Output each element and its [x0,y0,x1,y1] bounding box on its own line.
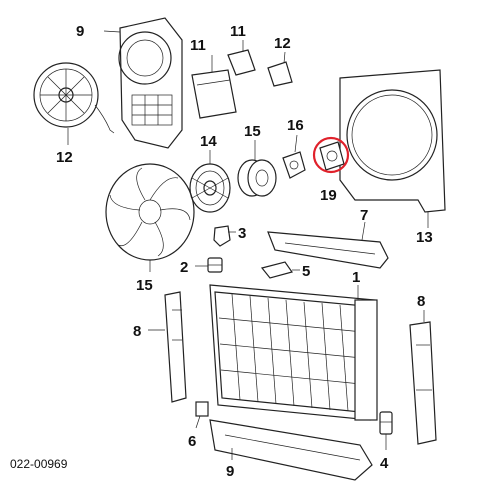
electric-fan [33,62,115,134]
panel-11 [191,69,237,119]
part-18 [282,151,306,179]
viscous-clutch [189,163,231,213]
mount-2 [207,257,223,273]
callout-14: 13 [416,229,433,246]
radiator [209,284,378,421]
mount-4 [379,411,393,435]
bracket-12b [267,61,293,87]
callout-13: 12 [56,149,73,166]
callout-11: 11 [190,37,206,54]
callout-6: 6 [188,433,196,450]
bracket-12a [227,49,256,76]
callout-4: 4 [380,455,389,472]
callout-15: 15 [136,277,153,294]
upper-bar [267,231,389,269]
callout-1: 1 [352,269,360,286]
fan-shroud-main [339,69,446,213]
callout-19: 19 [320,187,337,204]
fan-shroud-upper [118,17,183,149]
part-19 [319,141,345,171]
callout-18: 16 [287,117,304,134]
side-member-right [409,321,437,445]
callout-2: 2 [180,259,188,276]
callout-12a: 11 [230,23,246,40]
fan-blade [105,163,195,261]
callout-8-right: 8 [417,293,425,310]
callout-3: 3 [238,225,246,242]
callout-8-left: 8 [133,323,141,340]
side-member-left [164,291,187,403]
callout-12b: 12 [274,35,291,52]
pulley [237,159,277,197]
callout-16: 14 [200,133,217,150]
part-6 [195,401,209,417]
bracket-3 [213,225,231,247]
part-5 [260,261,293,279]
callout-17: 15 [244,123,261,140]
callout-9: 9 [226,463,234,480]
highlight-circle [312,136,350,174]
callout-10: 9 [76,23,84,40]
lower-bar [209,419,373,481]
callout-7: 7 [360,207,368,224]
diagram-part-number: 022-00969 [10,457,68,471]
callout-5: 5 [302,263,310,280]
